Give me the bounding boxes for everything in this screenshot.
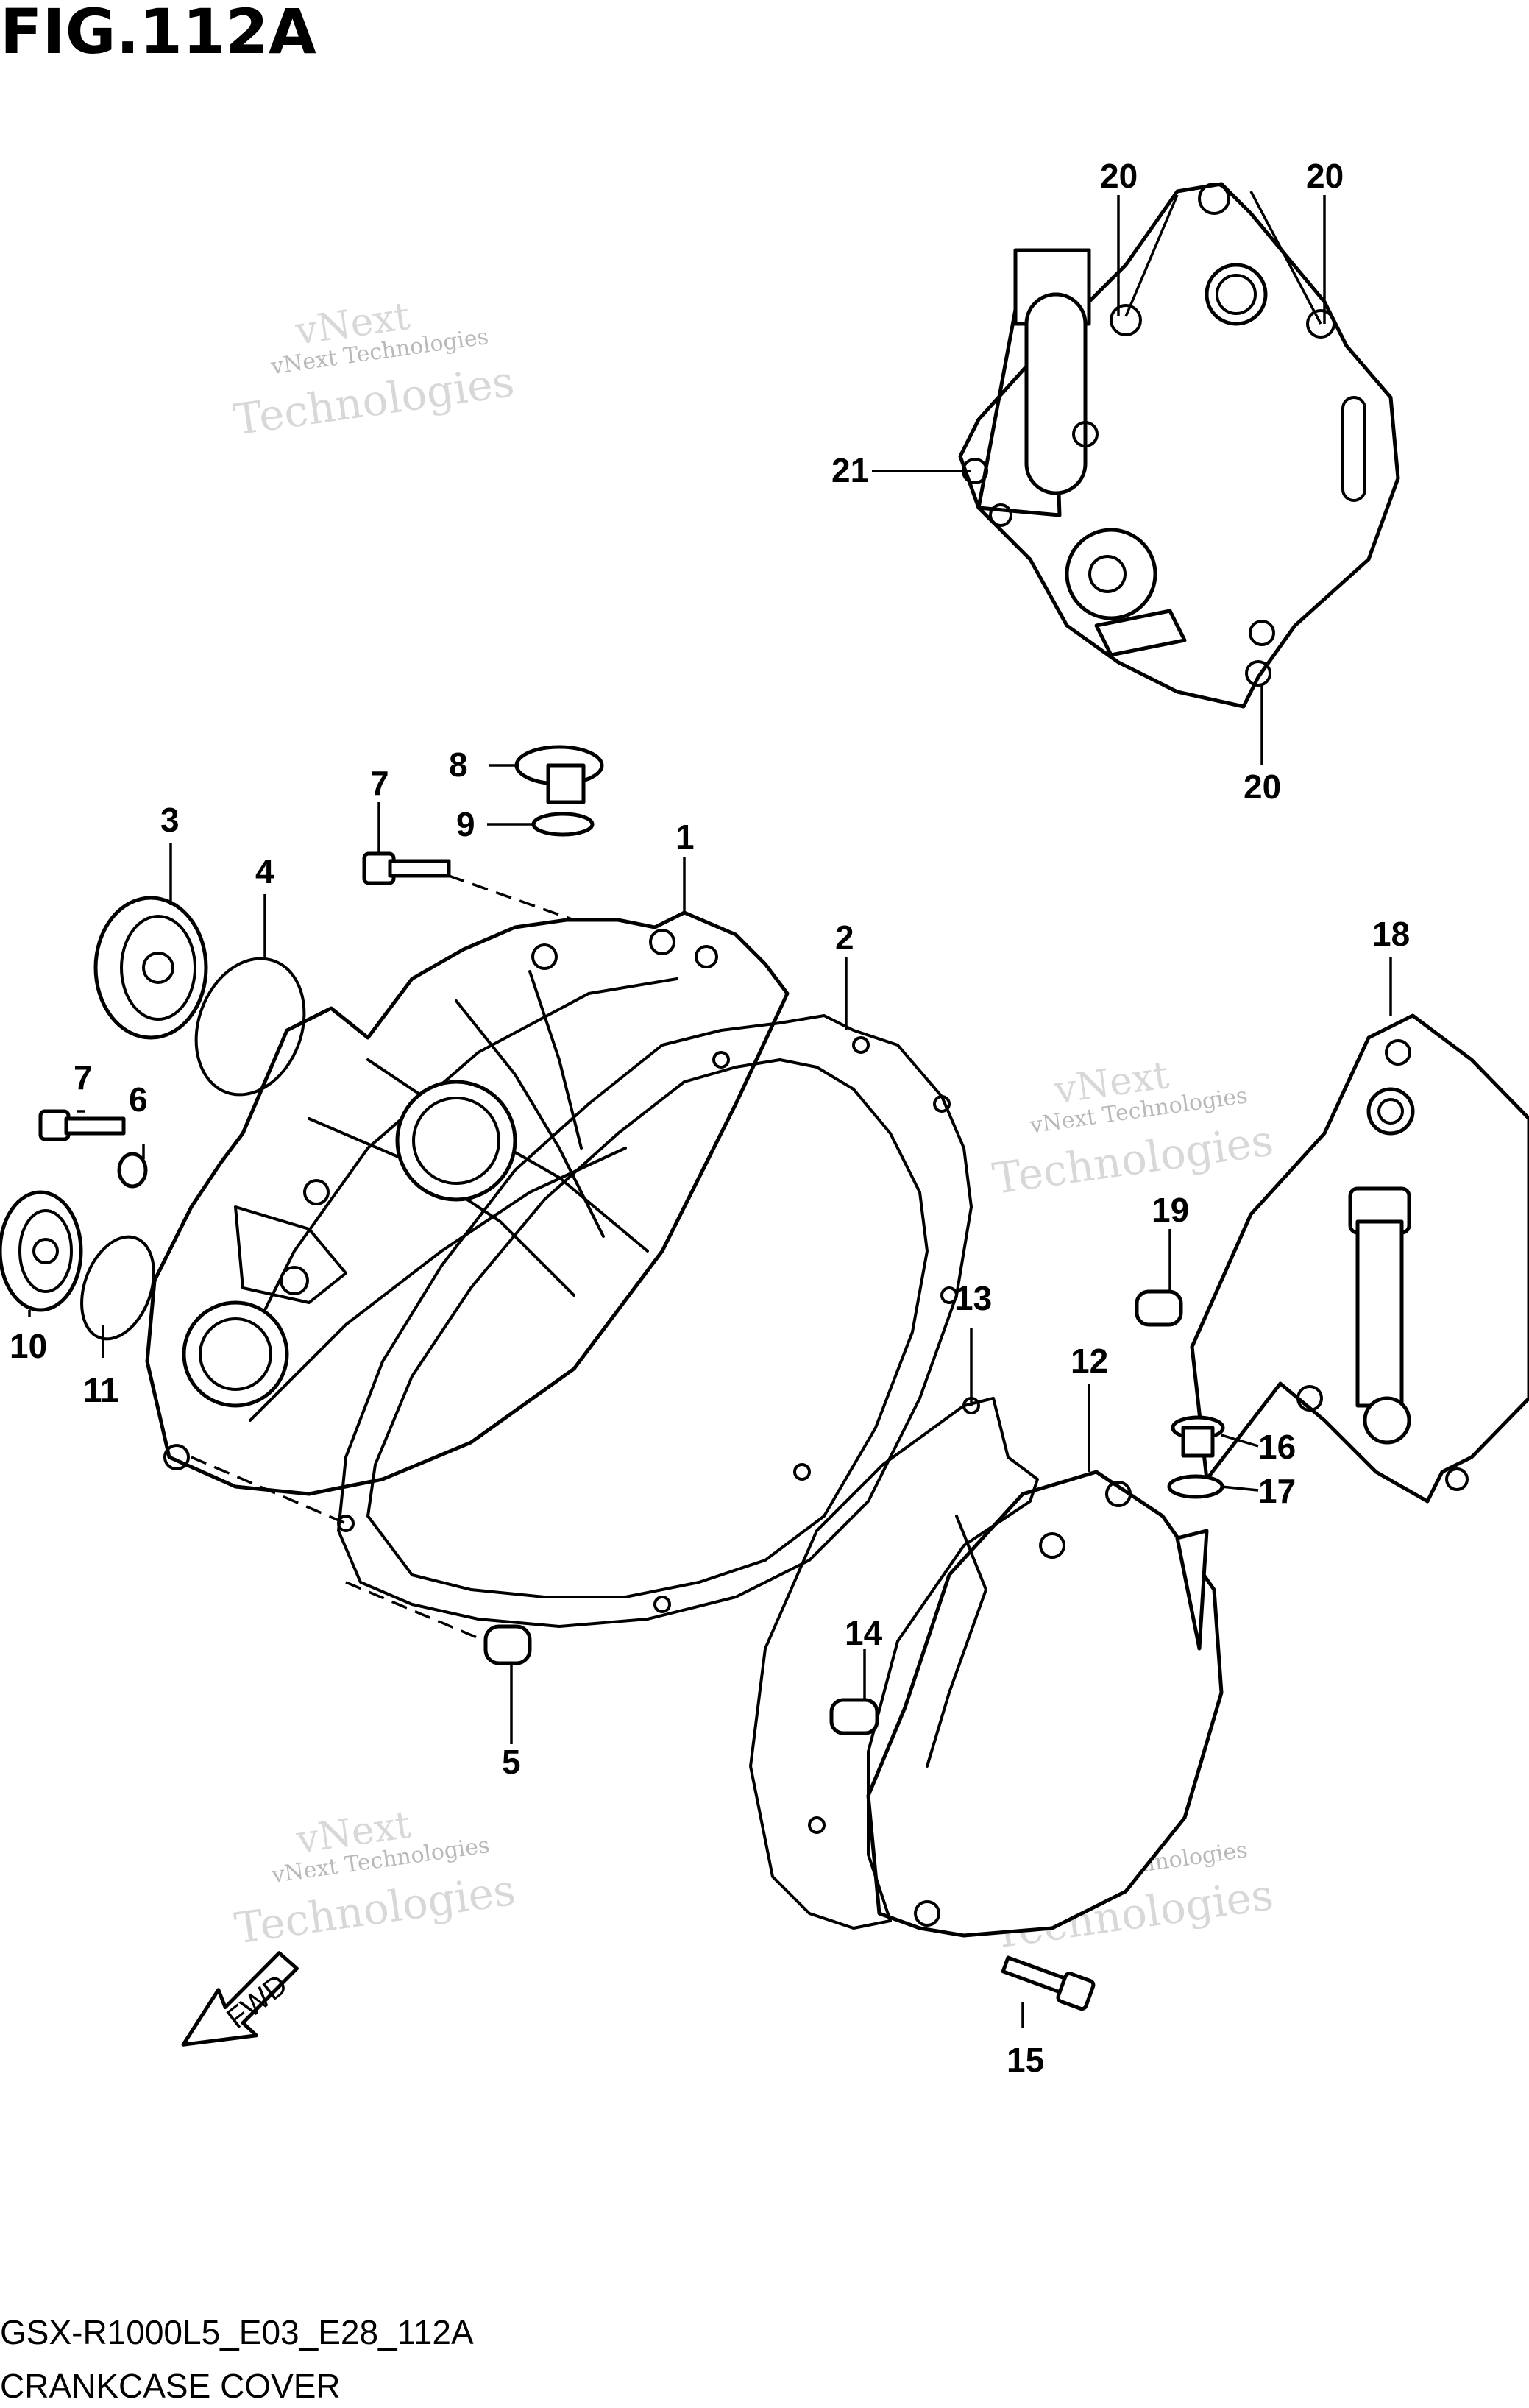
part-7-bolt-upper [362,851,451,885]
part-11-o-ring [80,1235,155,1341]
part-13-gasket [749,1397,1039,1930]
part-8-oil-filler-plug [514,745,604,804]
part-21-pump-cover [958,182,1400,709]
watermark-mid-right: vNext Technologies vNext Technologies [990,1053,1277,1204]
callout-18: 18 [1372,915,1410,953]
callout-3: 3 [160,801,180,839]
callout-15: 15 [1007,2041,1044,2079]
part-5-dowel-pin [483,1624,532,1665]
callout-16: 16 [1258,1428,1296,1466]
part-6-washer [117,1152,148,1189]
model-code: GSX-R1000L5_E03_E28_112A [0,2313,474,2351]
callout-14: 14 [845,1614,883,1652]
part-3-plug-cap [93,896,208,1040]
watermark-bottom-left: vNext Technologies vNext Technologies [232,1803,519,1954]
callout-12: 12 [1071,1342,1108,1380]
part-2-gasket [337,1014,973,1628]
part-13-gasket-hole [808,1816,826,1834]
callout-4: 4 [255,852,274,890]
part-1-crankcase-cover [145,910,790,1496]
part-12-clutch-cover [866,1470,1224,1938]
callout-5: 5 [502,1743,521,1781]
callout-1: 1 [675,818,695,856]
callout-8: 8 [449,746,468,784]
callout-labels: 1 2 3 4 5 6 7 7 8 9 10 11 12 13 14 15 16… [10,157,1410,2079]
part-18-cover [1190,1013,1529,1504]
callout-11: 11 [83,1371,119,1409]
part-10-plug-cap [0,1190,83,1312]
callout-7-upper: 7 [370,764,389,802]
figure-caption: CRANKCASE COVER [0,2367,341,2405]
callout-9: 9 [456,805,475,843]
part-9-gasket-washer [531,812,595,837]
callout-20-bottom: 20 [1244,768,1281,806]
part-7-bolt-lower [38,1109,126,1141]
callout-10: 10 [10,1327,47,1365]
callout-20-right: 20 [1306,157,1344,195]
part-14-dowel-pin [829,1698,879,1735]
part-16-drain-plug [1171,1415,1225,1458]
callout-13: 13 [954,1279,992,1317]
part-4-o-ring [194,957,306,1097]
callout-19: 19 [1152,1191,1189,1229]
callout-6: 6 [129,1080,148,1119]
figure-title: FIG.112A [0,0,316,68]
callout-17: 17 [1258,1472,1296,1510]
part-17-gasket-washer [1167,1474,1224,1499]
leader-lines [28,191,1392,2028]
callout-21: 21 [831,451,869,489]
callout-7-lower: 7 [74,1058,93,1097]
callout-2: 2 [835,918,854,957]
watermark-top-left: vNext Technologies vNext Technologies [230,294,517,445]
part-15-bolt [1001,1955,1096,2011]
part-19-dowel-pin [1135,1289,1183,1327]
fwd-arrow-icon: FWD [181,1951,299,2047]
callout-20-left: 20 [1100,157,1138,195]
